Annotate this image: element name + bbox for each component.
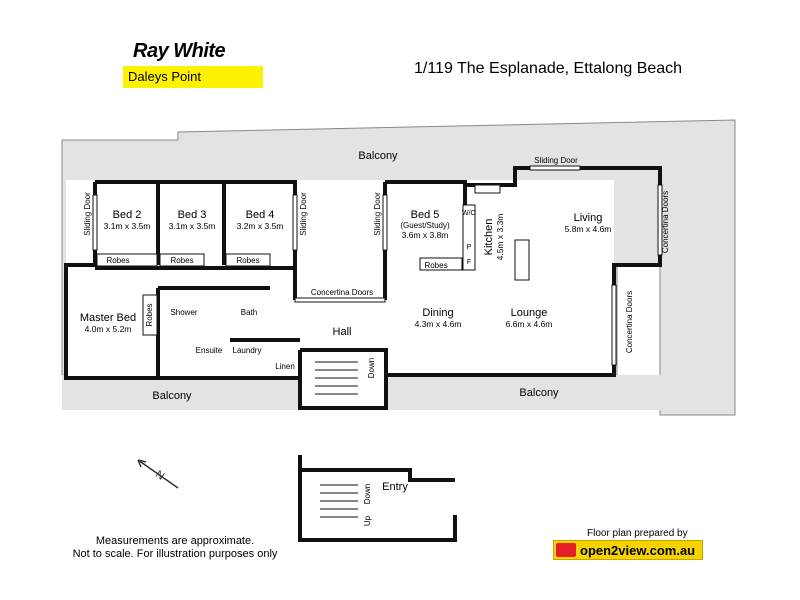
label-sliding-bed5: Sliding Door: [373, 192, 382, 236]
label-down-upper: Down: [367, 358, 376, 378]
label-p: P: [467, 244, 472, 251]
label-f: F: [467, 259, 471, 266]
house-icon: [556, 543, 576, 557]
label-master: Master Bed: [80, 312, 136, 324]
provider-name: open2view.com.au: [580, 543, 696, 558]
label-bed4: Bed 4: [246, 209, 275, 221]
disclaimer: Measurements are approximate. Not to sca…: [70, 535, 280, 561]
dim-master: 4.0m x 5.2m: [85, 324, 132, 334]
label-concertina-living: Concertina Doors: [661, 191, 670, 253]
label-balcony-right: Balcony: [519, 387, 559, 399]
stair-treads: [315, 361, 358, 395]
brand-logo: Ray White: [133, 40, 226, 62]
label-ensuite: Ensuite: [196, 346, 223, 355]
dim-bed4: 3.2m x 3.5m: [237, 221, 284, 231]
label-laundry: Laundry: [233, 346, 262, 355]
disclaimer-line-2: Not to scale. For illustration purposes …: [72, 548, 278, 560]
kitchen-benches: [462, 184, 530, 281]
label-bed2: Bed 2: [113, 209, 142, 221]
branch-label: Daleys Point: [123, 66, 263, 88]
dim-bed3: 3.1m x 3.5m: [169, 221, 216, 231]
label-robes-master: Robes: [145, 303, 154, 326]
label-sliding-living: Sliding Door: [534, 156, 578, 165]
label-robes-bed4: Robes: [236, 256, 259, 265]
label-entry: Entry: [382, 481, 408, 493]
dim-living: 5.8m x 4.6m: [565, 224, 612, 234]
label-balcony-top: Balcony: [358, 150, 398, 162]
dim-dining: 4.3m x 4.6m: [415, 319, 462, 329]
label-sliding-bed4: Sliding Door: [299, 192, 308, 236]
entry-level: [298, 455, 457, 542]
dim-bed2: 3.1m x 3.5m: [104, 221, 151, 231]
label-bed3: Bed 3: [178, 209, 207, 221]
disclaimer-line-1: Measurements are approximate.: [95, 535, 255, 547]
svg-text:N: N: [153, 468, 166, 482]
windows: [92, 165, 663, 366]
label-up-entry: Up: [363, 515, 372, 526]
robes: [96, 253, 463, 336]
label-robes-bed2: Robes: [106, 256, 129, 265]
label-shower: Shower: [170, 308, 197, 317]
label-bath: Bath: [241, 308, 257, 317]
label-concertina-hall: Concertina Doors: [311, 288, 373, 297]
label-living: Living: [574, 212, 603, 224]
dim-lounge: 6.6m x 4.6m: [506, 319, 553, 329]
prepared-by-label: Floor plan prepared by: [587, 528, 688, 539]
label-sliding-bed2: Sliding Door: [83, 192, 92, 236]
label-balcony-left: Balcony: [152, 390, 192, 402]
property-address: 1/119 The Esplanade, Ettalong Beach: [414, 60, 683, 77]
label-kitchen: Kitchen: [483, 219, 495, 256]
label-hall: Hall: [333, 326, 352, 338]
label-robes-bed5: Robes: [424, 261, 447, 270]
label-wo: W/O: [462, 210, 477, 217]
label-dining: Dining: [422, 307, 453, 319]
label-concertina-lounge: Concertina Doors: [625, 291, 634, 353]
label-bed5: Bed 5: [411, 209, 440, 221]
provider-badge: open2view.com.au: [553, 540, 703, 560]
label-robes-bed3: Robes: [170, 256, 193, 265]
label-down-entry: Down: [363, 484, 372, 504]
dim-kitchen: 4.5m x 3.3m: [495, 214, 505, 261]
dim-bed5: 3.6m x 3.8m: [402, 230, 449, 240]
north-arrow-icon: N: [137, 459, 179, 489]
label-lounge: Lounge: [511, 307, 548, 319]
sub-bed5: (Guest/Study): [400, 221, 450, 230]
label-linen: Linen: [275, 362, 295, 371]
